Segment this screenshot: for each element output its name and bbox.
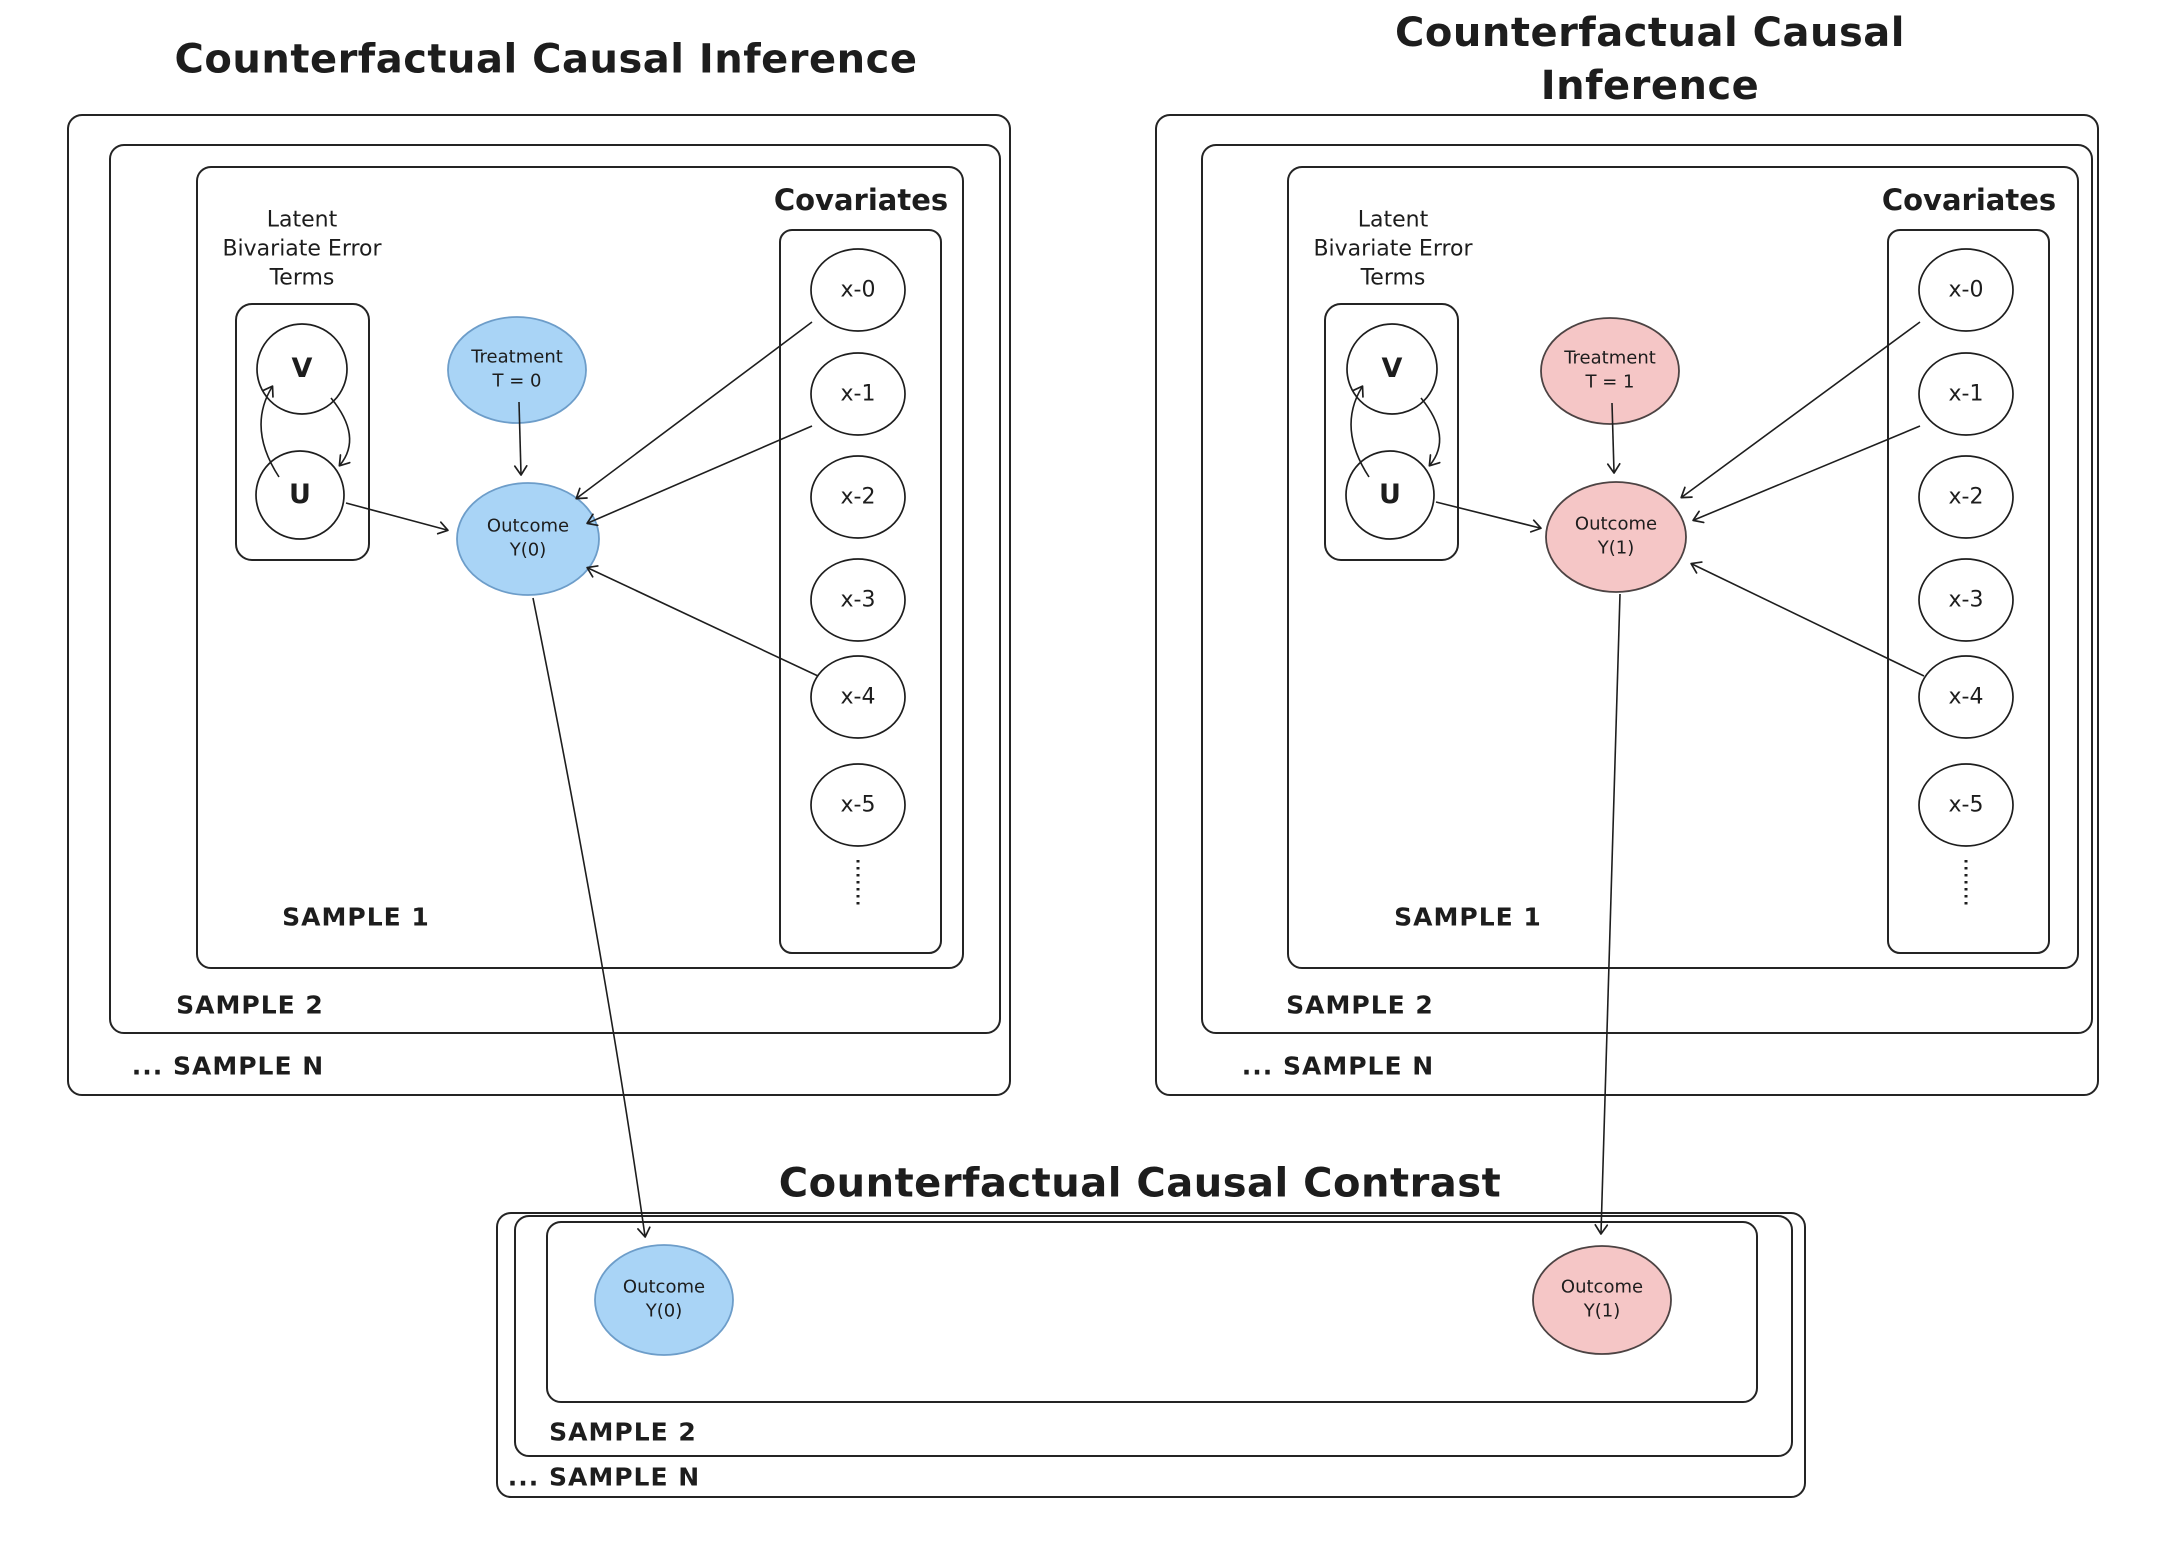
left-treatment-to-outcome-arrow [513,401,528,476]
right-covariate-x3-label: x-3 [1948,587,1984,613]
right-sample-n-label: ... SAMPLE N [1241,1051,1435,1081]
left-covariate-x0-node [810,248,906,332]
left-outcome-label: Outcome Y(0) [486,515,570,560]
right-sample-1-label: SAMPLE 1 [1394,902,1542,932]
right-outcome-node [1545,481,1687,593]
bottom-panel-title: Counterfactual Causal Contrast [778,1160,1502,1207]
right-treatment-label: Treatment T = 1 [1564,347,1656,392]
contrast-outcome-y0-label: Outcome Y(0) [622,1276,706,1321]
left-covariates-box [779,229,942,954]
left-sample-2-box [109,144,1001,1034]
left-covariates-title: Covariates [773,182,949,217]
right-covariates-title: Covariates [1881,182,2057,217]
left-u-to-v-curve-arrow [260,385,280,478]
right-covariate-x0-label: x-0 [1948,277,1984,303]
left-sample-n-label: ... SAMPLE N [131,1051,325,1081]
bottom-sample-n-box [496,1212,1806,1498]
left-outcome-to-contrast-arrow [532,597,651,1238]
left-v-to-u-curve-arrow [330,397,351,467]
right-covariate-x1-node [1918,352,2014,436]
right-sample-n-box [1155,114,2099,1096]
contrast-outcome-y0-node [594,1244,734,1356]
right-x1-to-outcome-arrow [1692,425,1921,524]
left-sample-1-box [196,166,964,969]
left-treatment-label: Treatment T = 0 [471,346,563,391]
left-sample-1-label: SAMPLE 1 [282,902,430,932]
left-outcome-node [456,482,600,596]
left-covariate-x5-label: x-5 [840,792,876,818]
right-covariates-box [1887,229,2050,954]
right-x4-to-outcome-arrow [1690,561,1925,677]
left-sample-n-box [67,114,1011,1096]
left-covariate-x1-label: x-1 [840,381,876,407]
left-covariate-x4-label: x-4 [840,684,876,710]
right-v-node [1346,323,1438,415]
right-covariate-x4-label: x-4 [1948,684,1984,710]
left-u-node [255,450,345,540]
contrast-outcome-y1-label: Outcome Y(1) [1560,1276,1644,1321]
right-v-to-u-curve-arrow [1420,397,1441,467]
right-sample-1-box [1287,166,2079,969]
right-outcome-label: Outcome Y(1) [1574,513,1658,558]
left-latent-label: Latent Bivariate Error Terms [222,207,382,291]
right-sample-2-box [1201,144,2093,1034]
left-covariate-x2-node [810,455,906,539]
right-covariate-x4-node [1918,655,2014,739]
right-covariate-x0-node [1918,248,2014,332]
right-covariate-x3-node [1918,558,2014,642]
left-latent-box [235,303,370,561]
left-x0-to-outcome-arrow [575,321,813,500]
bottom-sample-n-label: ... SAMPLE N [507,1462,701,1492]
right-outcome-to-contrast-arrow [1594,593,1621,1235]
right-u-to-v-curve-arrow [1350,385,1370,478]
left-u-to-outcome-arrow [345,502,449,535]
right-v-label: V [1381,353,1403,385]
left-covariate-x5-node [810,763,906,847]
right-treatment-to-outcome-arrow [1606,402,1621,474]
left-covariate-x1-node [810,352,906,436]
left-x1-to-outcome-arrow [586,425,813,527]
bottom-sample-2-box [514,1215,1793,1457]
left-covariate-x2-label: x-2 [840,484,876,510]
right-latent-label: Latent Bivariate Error Terms [1313,207,1473,291]
left-panel-title: Counterfactual Causal Inference [174,36,918,83]
right-covariate-x2-label: x-2 [1948,484,1984,510]
right-covariate-x2-node [1918,455,2014,539]
right-u-label: U [1379,479,1401,511]
right-treatment-node [1540,317,1680,425]
contrast-outcome-y1-node [1532,1245,1672,1355]
left-covariate-x3-label: x-3 [840,587,876,613]
left-sample-2-label: SAMPLE 2 [176,990,324,1020]
right-panel-title: Counterfactual Causal Inference [1395,10,1905,109]
right-x0-to-outcome-arrow [1680,321,1921,499]
right-u-node [1345,450,1435,540]
left-treatment-node [447,316,587,424]
right-covariate-x1-label: x-1 [1948,381,1984,407]
right-covariate-x5-label: x-5 [1948,792,1984,818]
bottom-sample-2-label: SAMPLE 2 [549,1417,697,1447]
left-covariate-x4-node [810,655,906,739]
right-sample-2-label: SAMPLE 2 [1286,990,1434,1020]
left-u-label: U [289,479,311,511]
left-x4-to-outcome-arrow [586,565,819,677]
right-latent-box [1324,303,1459,561]
left-covariate-x3-node [810,558,906,642]
left-covariate-x0-label: x-0 [840,277,876,303]
bottom-sample-1-box [546,1221,1758,1403]
right-u-to-outcome-arrow [1435,501,1542,533]
right-covariate-x5-node [1918,763,2014,847]
left-v-label: V [291,353,313,385]
left-v-node [256,323,348,415]
